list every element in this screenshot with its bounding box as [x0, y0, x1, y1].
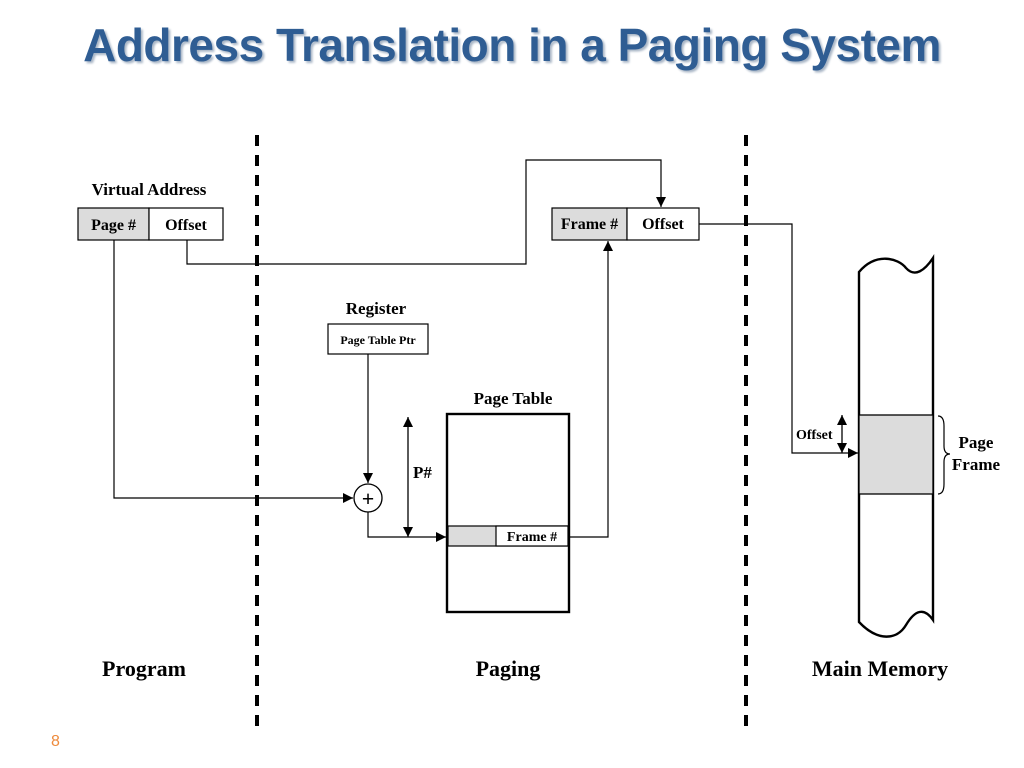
frame-entry-to-address-connector: [568, 241, 613, 538]
page-table-entry-frame: Frame #: [507, 530, 557, 545]
page-frame-label-1: Page: [959, 433, 994, 452]
page-table-entry: Frame #: [447, 525, 569, 547]
physical-address-register: Frame # Offset: [551, 207, 700, 241]
page-index-label: P#: [413, 463, 432, 482]
section-label-program: Program: [102, 656, 186, 681]
physical-frame-field: Frame #: [561, 216, 618, 233]
physical-offset-field: Offset: [642, 216, 684, 233]
virtual-address-register: Page # Offset: [77, 207, 224, 241]
offset-to-frame-connector: [186, 159, 666, 265]
address-to-memory-connector: [699, 223, 858, 458]
section-label-main-memory: Main Memory: [812, 656, 948, 681]
page-table-pointer-box: [327, 323, 429, 355]
page-frame-brace: [937, 415, 951, 495]
main-memory: [857, 254, 935, 638]
page-frame-label-2: Frame: [952, 455, 1001, 474]
adder-to-page-table-connector: [367, 512, 446, 542]
page-number-to-adder-connector: [113, 240, 353, 503]
page-table: [445, 412, 571, 614]
virtual-page-field: Page #: [91, 217, 136, 234]
page-frame-region: [858, 414, 934, 495]
slide-number: 8: [51, 733, 60, 750]
virtual-offset-field: Offset: [165, 217, 207, 234]
memory-offset-label: Offset: [796, 428, 833, 443]
page-table-pointer-value: Page Table Ptr: [340, 333, 416, 347]
slide-title: Address Translation in a Paging System: [83, 19, 941, 71]
register-label: Register: [346, 299, 407, 318]
page-table-label: Page Table: [474, 389, 553, 408]
section-label-paging: Paging: [476, 656, 541, 681]
virtual-address-label: Virtual Address: [92, 180, 207, 199]
adder-symbol: +: [362, 486, 375, 511]
